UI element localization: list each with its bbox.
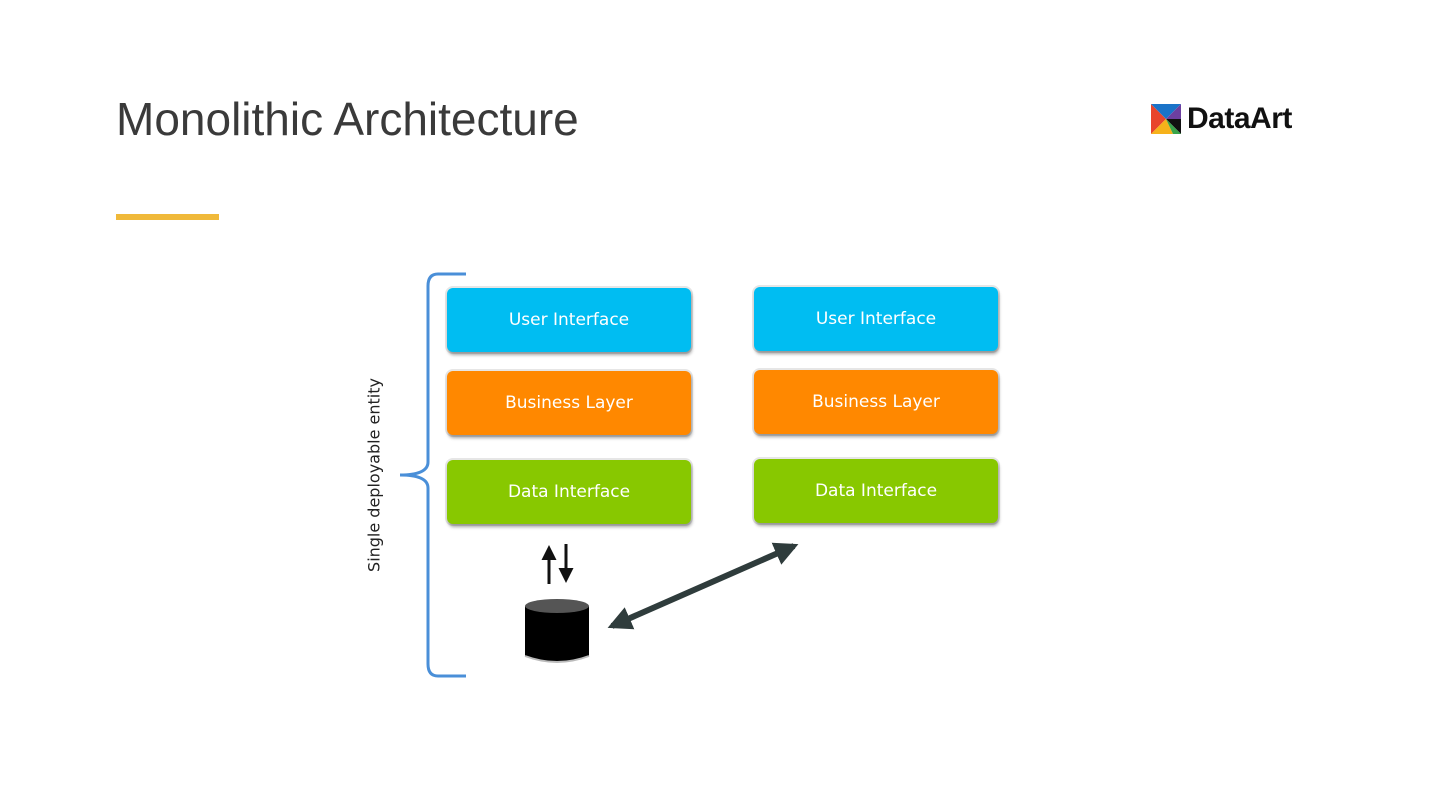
database-cylinder-icon (524, 599, 590, 663)
layer-label: Data Interface (814, 481, 938, 501)
layer-label: Data Interface (507, 482, 631, 502)
title-accent-bar (116, 214, 219, 220)
left-data-interface-layer: Data Interface (447, 460, 691, 524)
curly-bracket (399, 272, 466, 678)
right-data-interface-layer: Data Interface (754, 459, 998, 523)
layer-label: Business Layer (812, 392, 940, 412)
left-user-interface-layer: User Interface (447, 288, 691, 352)
layer-label: Business Layer (505, 393, 633, 413)
logo-text: DataArt (1187, 102, 1292, 135)
layer-label: User Interface (815, 309, 937, 329)
double-headed-diagonal-arrow-icon (607, 542, 799, 630)
layer-label: User Interface (508, 310, 630, 330)
dataart-logo-icon (1151, 104, 1181, 134)
dataart-logo: DataArt (1151, 102, 1292, 136)
up-down-arrows-icon (541, 544, 574, 584)
left-business-layer: Business Layer (447, 371, 691, 435)
right-user-interface-layer: User Interface (754, 287, 998, 351)
right-business-layer: Business Layer (754, 370, 998, 434)
slide-title: Monolithic Architecture (116, 93, 579, 145)
